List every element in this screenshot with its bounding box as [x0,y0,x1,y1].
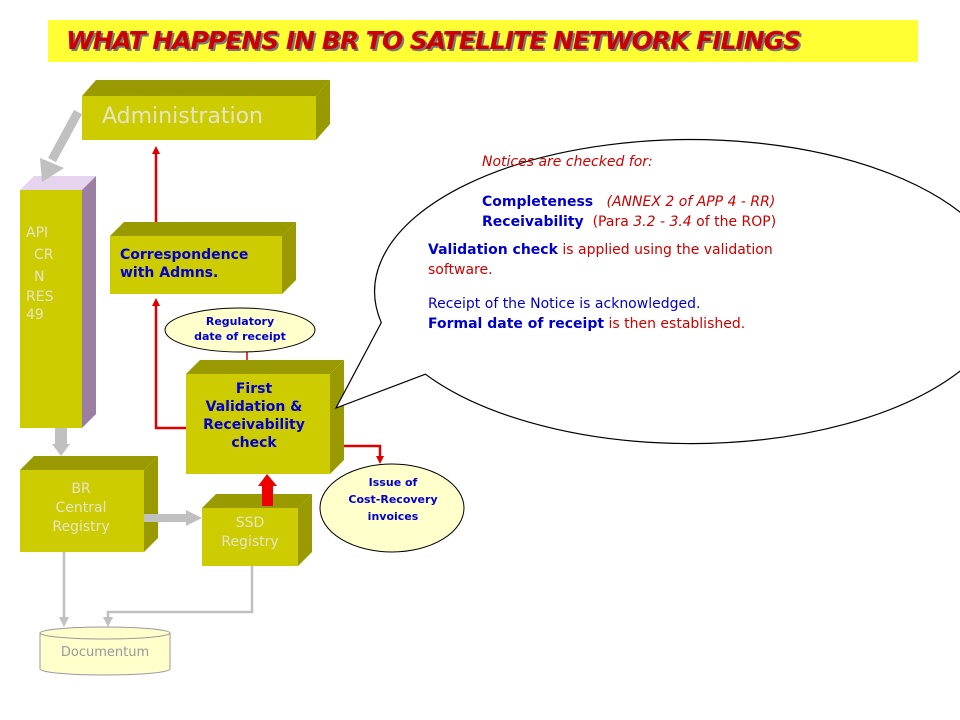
first-validation-line-3: Receivability [203,417,305,433]
receivability-ref-a: (Para [592,214,634,230]
gray-connectors [40,109,254,627]
receivability-line: Receivability (Para 3.2 - 3.4 of the ROP… [428,212,776,232]
ssd-line-2: Registry [221,534,279,550]
documentum-label: Documentum [60,645,150,660]
res-number-label: 49 [26,307,44,323]
receivability-label: Receivability [482,214,584,230]
res-label: RES [26,289,54,305]
first-validation-line-2: Validation & [205,399,303,415]
formal-date-label: Formal date of receipt [428,316,605,332]
regulatory-date-ellipse [164,307,316,353]
correspondence-label: Correspondence with Admns. [120,246,248,282]
receivability-ref-c: of the ROP) [691,214,777,230]
receipt-line: Receipt of the Notice is acknowledged. [428,294,776,314]
ssd-registry-label: SSD Registry [202,514,298,552]
issue-invoices-line-3: invoices [367,510,419,523]
br-central-line-3: Registry [52,519,110,535]
first-validation-line-4: check [231,435,277,451]
completeness-label: Completeness [482,194,594,210]
issue-invoices-line-2: Cost-Recovery [348,493,438,506]
issue-invoices-label: Issue of Cost-Recovery invoices [318,474,468,525]
red-arrows [152,146,384,506]
checked-for-text: Notices are checked for: [482,154,653,170]
br-central-registry-label: BR Central Registry [20,480,142,537]
formal-date-rest: is then established. [604,316,746,332]
receivability-ref-b: 3.2 - 3.4 [633,214,692,230]
completeness-line: Completeness (ANNEX 2 of APP 4 - RR) [428,192,776,212]
correspondence-line-2: with Admns. [120,265,219,281]
br-central-line-1: BR [71,481,91,497]
validation-line: Validation check is applied using the va… [428,240,776,260]
api-label: API [26,225,49,241]
completeness-ref: (ANNEX 2 of APP 4 - RR) [606,194,776,210]
first-validation-line-1: First [235,381,273,397]
regulatory-date-line-2: date of receipt [194,330,286,343]
cr-label: CR [34,247,54,263]
callout-bubble [334,138,960,445]
formal-date-line: Formal date of receipt is then establish… [428,314,776,334]
br-central-line-2: Central [55,500,107,516]
ssd-registry-box [202,494,312,566]
receipt-rest: of the Notice is acknowledged. [480,296,701,312]
first-validation-label: First Validation & Receivability check [186,380,322,452]
page-title: WHAT HAPPENS IN BR TO SATELLITE NETWORK … [66,26,801,55]
br-central-registry-box [20,456,158,552]
validation-line-2: software. [428,262,493,278]
issue-invoices-ellipse [319,463,465,553]
administration-box [82,80,330,140]
issue-invoices-line-1: Issue of [368,476,418,489]
receipt-word: Receipt [428,296,481,312]
validation-rest: is applied using the validation [557,242,773,258]
title-bar [48,20,918,62]
regulatory-date-label: Regulatory date of receipt [168,314,312,344]
ssd-line-1: SSD [235,515,265,531]
first-validation-box [186,360,344,474]
validation-label: Validation check [428,242,558,258]
n-label: N [34,269,45,285]
api-cr-n-res49-box [20,176,96,428]
api-box-labels: API CR N RES 49 [26,222,54,324]
regulatory-date-line-1: Regulatory [205,315,275,328]
correspondence-line-1: Correspondence [120,247,249,263]
administration-label: Administration [102,104,263,129]
correspondence-box [110,222,296,294]
callout-text: Notices are checked for: Completeness (A… [428,152,776,334]
documentum-cylinder [39,626,171,676]
